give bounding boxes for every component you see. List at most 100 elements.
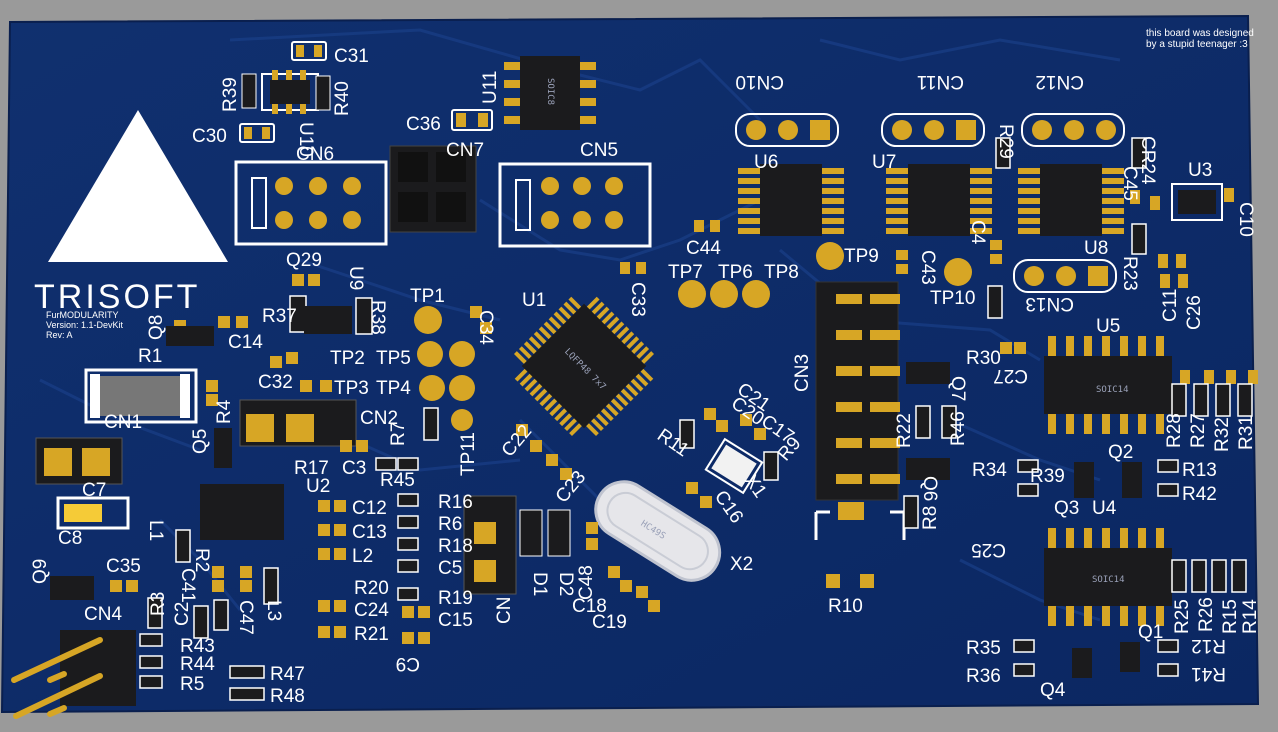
label-r34: R34: [972, 460, 1007, 481]
label-c14: C14: [228, 332, 263, 353]
label-cr24: CR24: [1137, 136, 1158, 185]
label-r35: R35: [966, 638, 1001, 659]
label-c15: C15: [438, 610, 473, 631]
label-r41: R41: [1191, 663, 1226, 684]
label-tp10: TP10: [930, 288, 975, 309]
r40-resistor: [315, 75, 331, 111]
version-text: Version: 1.1-DevKit: [46, 320, 124, 330]
label-cn4: CN4: [84, 604, 122, 625]
u11-soic8: SOIC8: [504, 56, 596, 130]
label-r40: R40: [332, 81, 353, 116]
label-u3: U3: [1188, 160, 1212, 181]
label-u1: U1: [522, 290, 546, 311]
label-c47: C47: [235, 600, 256, 635]
label-r21: R21: [354, 624, 389, 645]
label-c19: C19: [592, 612, 627, 633]
d2-diode: [547, 509, 571, 557]
brand-logo: TRISOFT: [34, 278, 200, 316]
label-r44: R44: [180, 654, 215, 675]
designer-note-1: this board was designed: [1146, 28, 1254, 39]
label-r32: R32: [1212, 417, 1233, 452]
label-c27: C27: [993, 365, 1028, 386]
cn7-jumper: [389, 145, 477, 233]
label-c10: C10: [1235, 202, 1256, 237]
u5-soic14: SOIC14: [1044, 336, 1172, 434]
label-r6: R6: [438, 514, 462, 535]
label-u2: U2: [306, 476, 330, 497]
label-c33: C33: [627, 282, 648, 317]
u1-lqfp48: LQFP48 7x7: [513, 296, 655, 437]
u10-sot: [261, 70, 319, 114]
label-c12: C12: [352, 498, 387, 519]
product-name: FurMODULARITY: [46, 310, 119, 320]
label-c36: C36: [406, 114, 441, 135]
label-tp6: TP6: [718, 262, 753, 283]
label-c26: C26: [1184, 295, 1205, 330]
label-q3: Q3: [1054, 498, 1079, 519]
label-c44: C44: [686, 238, 721, 259]
label-r45: R45: [380, 470, 415, 491]
cn-jumper: [463, 495, 517, 595]
label-tp11: TP11: [458, 432, 479, 476]
label-r13: R13: [1182, 460, 1217, 481]
u6-tssop: [738, 164, 844, 236]
label-q7: Q7: [947, 376, 968, 401]
label-r18: R18: [438, 536, 473, 557]
passive-pads: [110, 188, 1258, 644]
label-q6: Q6: [919, 476, 940, 501]
label-r19: R19: [438, 588, 473, 609]
sot-transistors: [50, 306, 1142, 678]
label-r39b: R39: [1030, 466, 1065, 487]
label-cn11: CN11: [917, 71, 964, 92]
label-r31: R31: [1236, 415, 1257, 450]
label-r1: R1: [138, 346, 162, 367]
label-tp5: TP5: [376, 348, 411, 369]
label-c7: C7: [82, 480, 106, 501]
label-c34: C34: [475, 310, 496, 345]
label-q5: Q5: [190, 429, 211, 454]
label-cn3: CN3: [792, 354, 813, 392]
label-r8: R8: [920, 506, 941, 530]
label-c3: C3: [342, 458, 366, 479]
label-cn5: CN5: [580, 140, 618, 161]
label-tp3: TP3: [334, 378, 369, 399]
label-r38: R38: [367, 300, 388, 335]
label-c43: C43: [917, 250, 938, 285]
label-tp1: TP1: [410, 286, 445, 307]
label-c24: C24: [354, 600, 389, 621]
label-c45: C45: [1119, 166, 1140, 201]
label-r42: R42: [1182, 484, 1217, 505]
label-c32: C32: [258, 372, 293, 393]
label-tp9: TP9: [844, 246, 879, 267]
r39-resistor: [241, 73, 257, 109]
cn4-connector: [11, 630, 136, 719]
label-r23: R23: [1119, 256, 1140, 291]
label-c35: C35: [106, 556, 141, 577]
label-cn2: CN2: [360, 408, 398, 429]
c31-cap: [291, 41, 327, 61]
label-r10: R10: [828, 596, 863, 617]
label-r20: R20: [354, 578, 389, 599]
label-cn6: CN6: [296, 144, 334, 165]
label-r5: R5: [180, 674, 204, 695]
label-c4: C4: [967, 220, 988, 245]
label-q4: Q4: [1040, 680, 1066, 701]
label-c31: C31: [334, 46, 369, 67]
label-tp8: TP8: [764, 262, 799, 283]
label-r46: R46: [948, 411, 969, 446]
label-x2: X2: [730, 554, 753, 575]
label-r17: R17: [294, 458, 329, 479]
label-r26: R26: [1196, 597, 1217, 632]
c30-cap: [239, 123, 275, 143]
u4-marking: SOIC14: [1092, 575, 1125, 585]
label-r12: R12: [1191, 635, 1226, 656]
label-r37: R37: [262, 306, 297, 327]
label-r48: R48: [270, 686, 305, 707]
cn10-connector: [735, 113, 839, 147]
label-c30: C30: [192, 126, 227, 147]
x1-crystal: [704, 437, 764, 495]
label-d2: D2: [555, 572, 576, 596]
d1-diode: [519, 509, 543, 557]
label-q29: Q29: [286, 250, 322, 271]
